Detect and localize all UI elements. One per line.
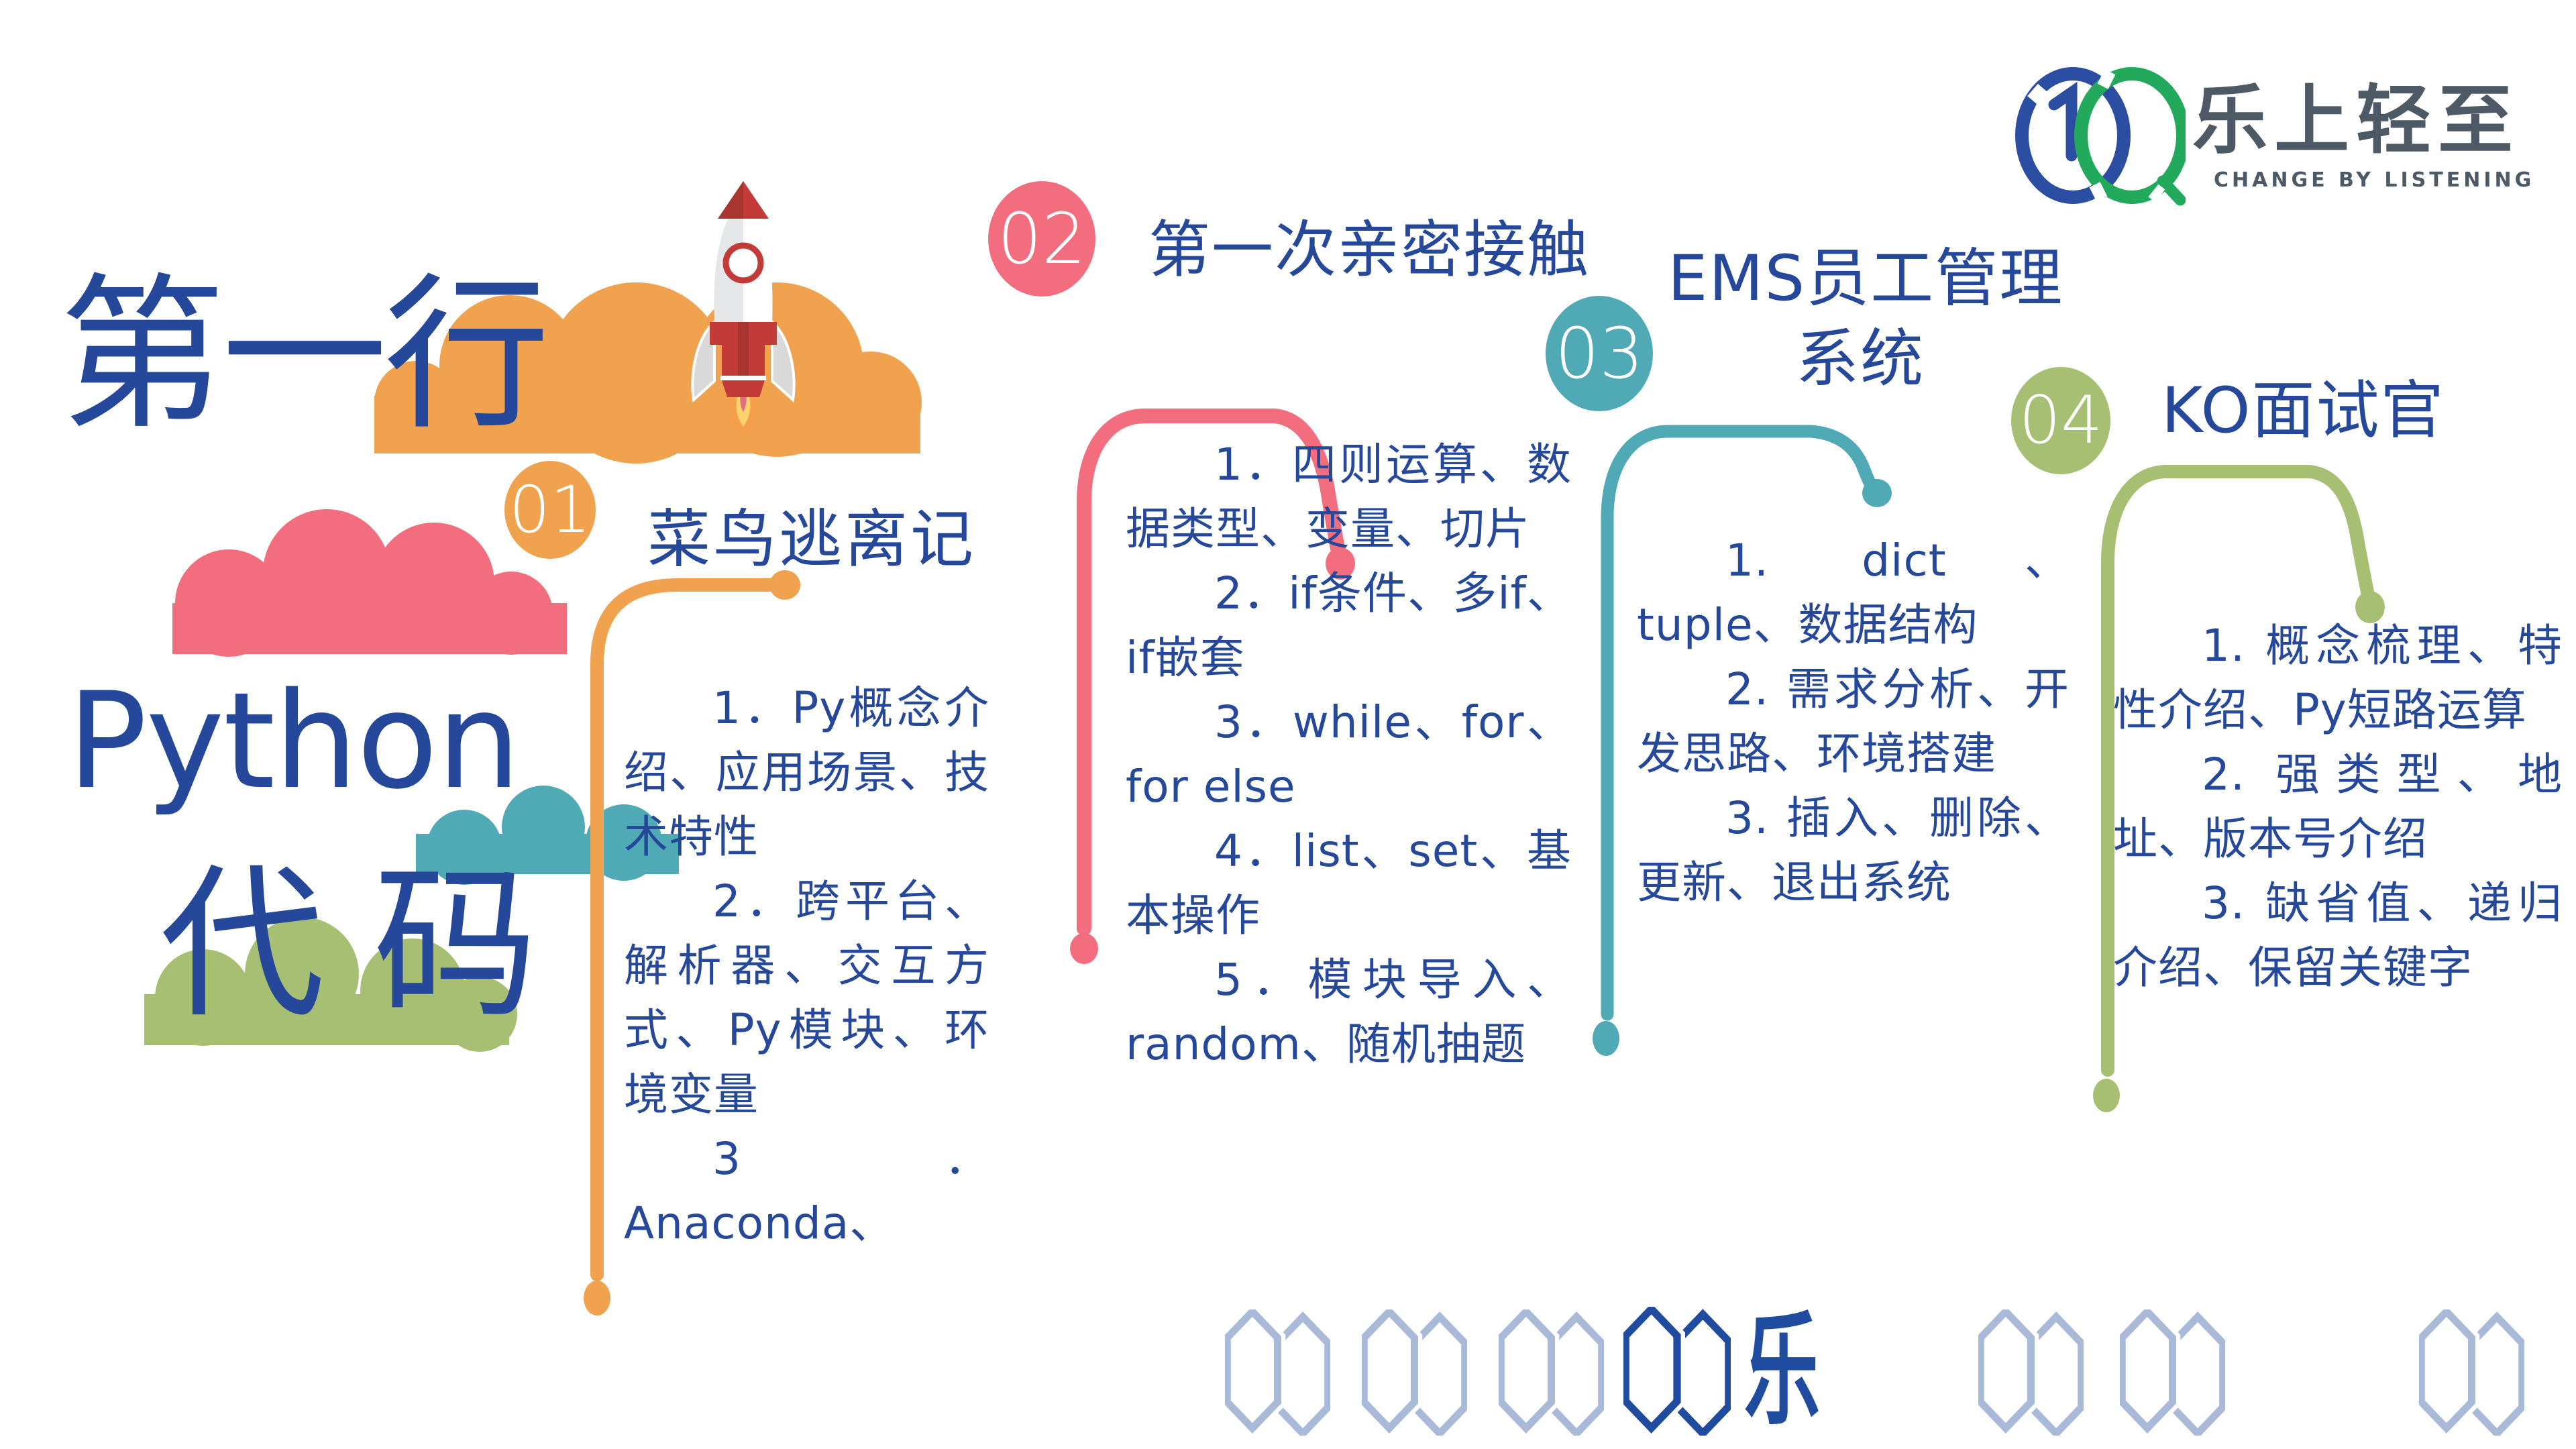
section-03-list: 1. dict、tuple、数据结构 2. 需求分析、开发思路、环境搭建 3. … [1637, 529, 2070, 915]
section-01-connector [584, 570, 800, 1316]
section-04-connector [2093, 465, 2385, 1112]
list-item: 2．跨平台、解析器、交互方式、Py模块、环境变量 [624, 875, 989, 1120]
section-03-title: EMS员工管理 系统 [1668, 239, 2064, 400]
pink-cloud [172, 509, 567, 657]
section-04-number: 04 [2019, 382, 2103, 459]
hero-title-line1: 第一行 [59, 259, 550, 452]
rocket-icon [691, 181, 796, 436]
section-01-list: 1．Py概念介绍、应用场景、技术特性 2．跨平台、解析器、交互方式、Py模块、环… [624, 676, 989, 1256]
footer-motif-icon [2419, 1309, 2524, 1436]
section-01-badge: 01 [504, 461, 596, 559]
list-item: 2．if条件、多if、if嵌套 [1126, 568, 1572, 684]
cloud-base [416, 834, 679, 874]
section-03-title-line1: EMS员工管理 [1668, 242, 2064, 315]
section-02-title: 第一次亲密接触 [1148, 214, 1591, 286]
list-item: 1．Py概念介绍、应用场景、技术特性 [624, 682, 989, 863]
list-item: 4．list、set、基本操作 [1126, 825, 1572, 941]
section-04-title: KO面试官 [2161, 374, 2445, 447]
section-03-number: 03 [1554, 313, 1644, 394]
orange-cloud [374, 282, 922, 464]
list-item: 1. dict、tuple、数据结构 [1637, 535, 2070, 651]
section-03-badge: 03 [1546, 296, 1653, 411]
list-item: 5．模块导入、random、随机抽题 [1126, 954, 1572, 1070]
hero-title-line3: 代码 [160, 849, 587, 1041]
section-03-connector [1593, 425, 1892, 1056]
footer-motif-icon [1978, 1309, 2084, 1436]
list-item: 1．四则运算、数据类型、变量、切片 [1126, 439, 1572, 555]
section-01-title: 菜鸟逃离记 [647, 503, 977, 576]
section-02-list: 1．四则运算、数据类型、变量、切片 2．if条件、多if、if嵌套 3．whil… [1126, 433, 1572, 1077]
list-item: 3．while、for、for else [1126, 696, 1572, 812]
footer-logo-glyph: 乐 [1744, 1299, 1820, 1442]
list-item: 3．Anaconda、 [624, 1133, 989, 1249]
brand-tagline: CHANGE BY LISTENING [2214, 168, 2535, 192]
cloud-base [144, 994, 509, 1045]
section-02-badge: 02 [988, 181, 1095, 297]
section-02-connector [1070, 409, 1355, 964]
footer-motif-icon [2120, 1309, 2225, 1436]
footer-motif-icon [1225, 1309, 1330, 1436]
section-02-number: 02 [997, 198, 1087, 280]
green-cloud [144, 917, 517, 1052]
list-item: 3. 缺省值、递归介绍、保留关键字 [2113, 877, 2563, 994]
cloud-base [374, 396, 920, 453]
section-04-badge: 04 [2011, 367, 2110, 474]
section-03-title-line2: 系统 [1795, 323, 1925, 396]
brand-logo-icon [2015, 67, 2186, 206]
footer-motif-icon [1499, 1309, 1604, 1436]
footer-motif-icon [1362, 1309, 1467, 1436]
section-04-list: 1. 概念梳理、特性介绍、Py短路运算 2. 强类型、地址、版本号介绍 3. 缺… [2113, 614, 2563, 1000]
brand-name: 乐上轻至 [2192, 77, 2520, 164]
teal-cloud [416, 786, 679, 885]
hero-title-line2: Python [67, 663, 521, 818]
list-item: 2. 需求分析、开发思路、环境搭建 [1637, 663, 2070, 780]
list-item: 2. 强类型、地址、版本号介绍 [2113, 749, 2563, 865]
footer-logo-mark-icon [1623, 1307, 1731, 1436]
section-01-number: 01 [508, 472, 592, 547]
list-item: 3. 插入、删除、更新、退出系统 [1637, 792, 2070, 908]
list-item: 1. 概念梳理、特性介绍、Py短路运算 [2113, 620, 2563, 736]
cloud-base [172, 603, 567, 654]
